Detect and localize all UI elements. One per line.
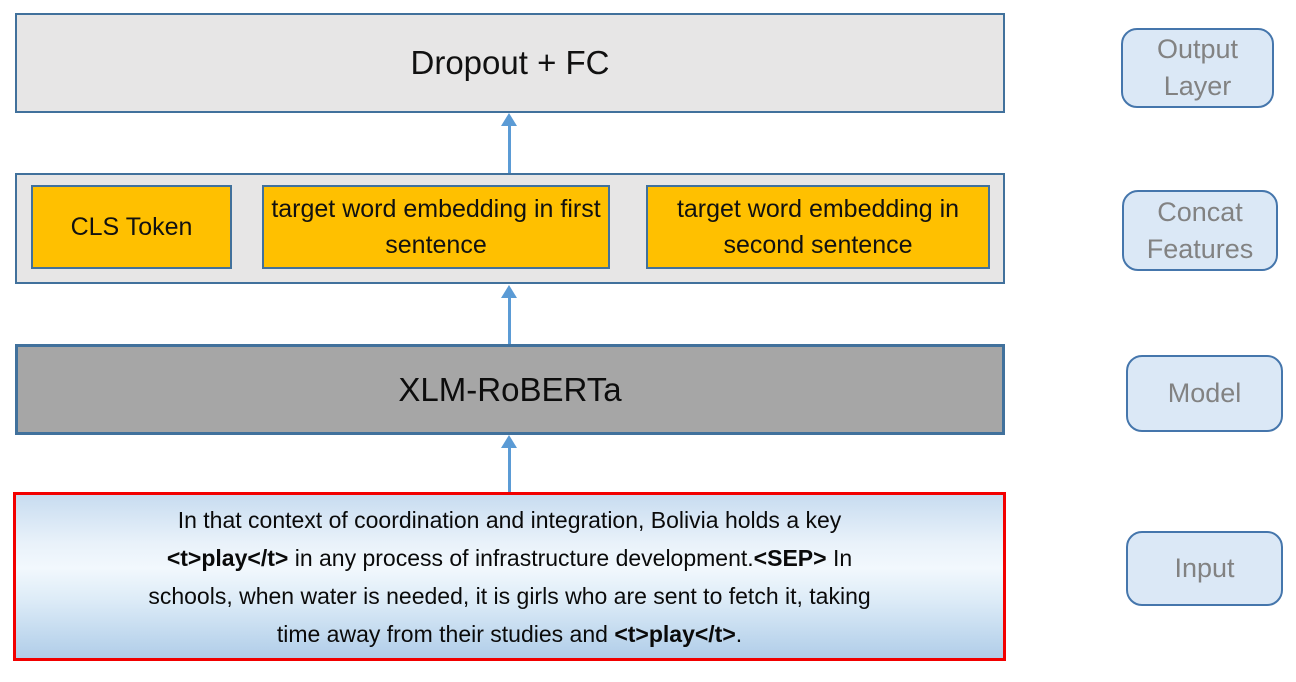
arrow-model-to-concat [500,285,518,345]
side-label-model: Model [1126,355,1283,432]
arrow-up-icon [501,435,517,448]
input-text: In that context of coordination and inte… [148,506,871,647]
arrow-up-icon [501,285,517,298]
side-label-input-text: Input [1174,553,1235,583]
arrow-up-icon [501,113,517,126]
arrow-concat-to-output [500,113,518,174]
arrow-shaft [507,126,511,174]
output-layer-box-label: Dropout + FC [410,44,610,81]
cls-token-box: CLS Token [31,185,232,269]
model-box-label: XLM-RoBERTa [398,370,622,408]
cls-token-label: CLS Token [70,213,193,241]
second-sentence-embedding-label: target word embedding in second sentence [676,195,960,259]
input-text-box: In that context of coordination and inte… [13,492,1006,661]
arrow-shaft [507,448,511,493]
arrow-input-to-model [500,435,518,493]
first-sentence-embedding-box: target word embedding in first sentence [262,185,610,269]
side-label-concat-features: Concat Features [1122,190,1278,271]
side-label-model-text: Model [1167,378,1242,408]
first-sentence-embedding-label: target word embedding in first sentence [271,195,601,259]
second-sentence-embedding-box: target word embedding in second sentence [646,185,990,269]
concat-features-box: CLS Token target word embedding in first… [15,173,1005,284]
output-layer-box: Dropout + FC [15,13,1005,113]
side-label-input: Input [1126,531,1283,606]
side-label-output-layer-text: Output Layer [1156,34,1239,101]
arrow-shaft [507,298,511,345]
side-label-concat-features-text: Concat Features [1146,196,1254,264]
model-box: XLM-RoBERTa [15,344,1005,435]
side-label-output-layer: Output Layer [1121,28,1274,108]
